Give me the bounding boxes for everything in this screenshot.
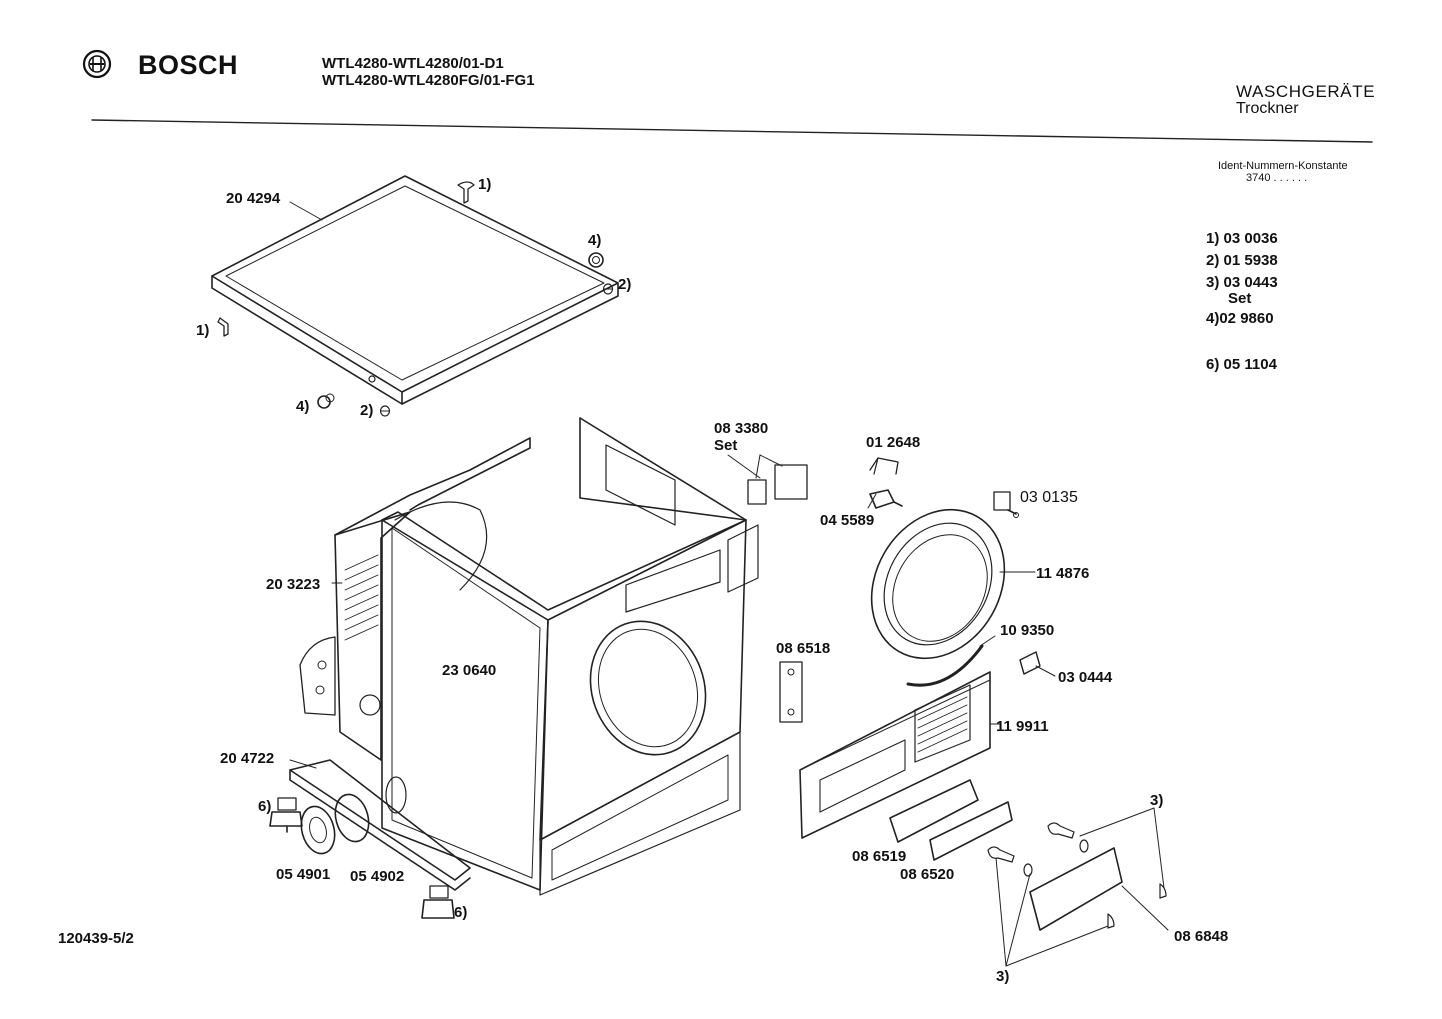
legend-item-2: 2) 01 5938 [1206, 252, 1278, 269]
callout-3-bottom: 3) [996, 968, 1010, 985]
label-kick-plate: 08 6848 [1174, 928, 1229, 945]
callout-6-bottom: 6) [454, 904, 468, 921]
drawing-number: 120439-5/2 [58, 930, 134, 947]
lamp-icon [993, 491, 1019, 518]
legend-item-4: 4)02 9860 [1206, 310, 1274, 327]
subcategory-title: Trockner [1236, 100, 1299, 117]
grommet-icon [300, 793, 370, 855]
legend-item-3: 3) 03 0443 [1206, 274, 1278, 291]
foot-icon [269, 797, 455, 919]
handle-part [889, 779, 1013, 861]
ident-value: 3740 . . . . . . [1246, 172, 1308, 184]
callout-2-bottom: 2) [360, 402, 374, 419]
model-line-1: WTL4280-WTL4280/01-D1 [322, 55, 504, 72]
front-panel-part [799, 671, 991, 839]
switch-icon [869, 489, 903, 509]
label-grommet-a: 05 4901 [276, 866, 331, 883]
header-rule [91, 119, 1373, 143]
callout-2-right: 2) [618, 276, 632, 293]
door-ring-part [870, 508, 1006, 660]
screw-icon [379, 283, 614, 417]
label-grommet-b: 05 4902 [350, 868, 405, 885]
callout-4-top: 4) [588, 232, 602, 249]
kick-plate-part [1029, 847, 1123, 931]
lid-part [211, 175, 619, 405]
label-switch: 04 5589 [820, 512, 875, 529]
label-front-panel: 11 9911 [996, 718, 1049, 735]
legend-item-3-set: Set [1228, 290, 1252, 307]
label-seal: 10 9350 [1000, 622, 1055, 639]
hinge-part [779, 661, 803, 723]
model-line-2: WTL4280-WTL4280FG/01-FG1 [322, 72, 535, 89]
label-clip: 01 2648 [866, 434, 921, 451]
label-connector-set-suffix: Set [714, 437, 738, 454]
filter-icon [1019, 651, 1041, 675]
label-handle-a: 08 6519 [852, 848, 907, 865]
category-title: WASCHGERÄTE [1236, 82, 1376, 101]
leader-lines [289, 201, 1169, 967]
label-cabinet: 23 0640 [442, 662, 497, 679]
legend-item-1: 1) 03 0036 [1206, 230, 1278, 247]
callout-4-bottom: 4) [296, 398, 310, 415]
ident-label: Ident-Nummern-Konstante [1218, 160, 1348, 172]
label-handle-b: 08 6520 [900, 866, 955, 883]
label-connector-set: 08 3380 [714, 420, 769, 437]
label-door-ring: 11 4876 [1036, 565, 1090, 582]
label-lid: 20 4294 [226, 190, 281, 207]
screw-icon [987, 822, 1167, 929]
callout-6-left: 6) [258, 798, 272, 815]
callout-3-right: 3) [1150, 792, 1164, 809]
cap-icon [317, 252, 604, 409]
callout-1-top: 1) [478, 176, 492, 193]
connector-icon [747, 454, 808, 505]
label-base: 20 4722 [220, 750, 275, 767]
cabinet-part [381, 417, 759, 896]
rear-panel-part [299, 437, 531, 761]
seal-part [906, 644, 984, 687]
label-filter: 03 0444 [1058, 669, 1113, 686]
bosch-logo-icon [82, 49, 112, 79]
legend-item-6: 6) 05 1104 [1206, 356, 1277, 373]
brand-name: BOSCH [138, 50, 239, 80]
clip-icon [217, 181, 475, 337]
label-lamp: 03 0135 [1020, 489, 1078, 506]
callout-1-left: 1) [196, 322, 210, 339]
base-part [289, 759, 471, 891]
label-hinge: 08 6518 [776, 640, 831, 657]
label-rear-panel: 20 3223 [266, 576, 321, 593]
bracket-icon [869, 457, 899, 475]
